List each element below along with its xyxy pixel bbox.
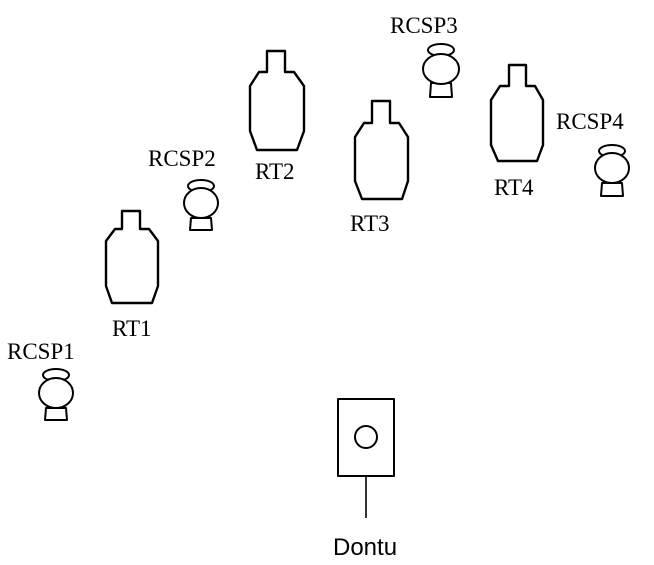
label-rcsp4: RCSP4	[556, 109, 624, 134]
speaker-rcsp3	[422, 43, 460, 98]
label-rt2: RT2	[255, 159, 295, 184]
target-rt3	[353, 99, 410, 201]
label-rcsp3: RCSP3	[390, 13, 458, 38]
target-rt4	[489, 63, 545, 163]
speaker-rcsp4	[594, 144, 630, 197]
label-rcsp1: RCSP1	[7, 339, 75, 364]
label-dontu: Dontu	[333, 534, 398, 561]
speaker-rcsp1	[38, 368, 74, 421]
speaker-rcsp2	[183, 179, 219, 231]
label-rt1: RT1	[112, 316, 152, 341]
label-rt4: RT4	[494, 175, 534, 200]
label-rt3: RT3	[350, 211, 390, 236]
dontu-device	[337, 398, 395, 518]
label-rcsp2: RCSP2	[148, 146, 216, 171]
target-rt2	[248, 49, 306, 152]
target-rt1	[104, 209, 160, 305]
